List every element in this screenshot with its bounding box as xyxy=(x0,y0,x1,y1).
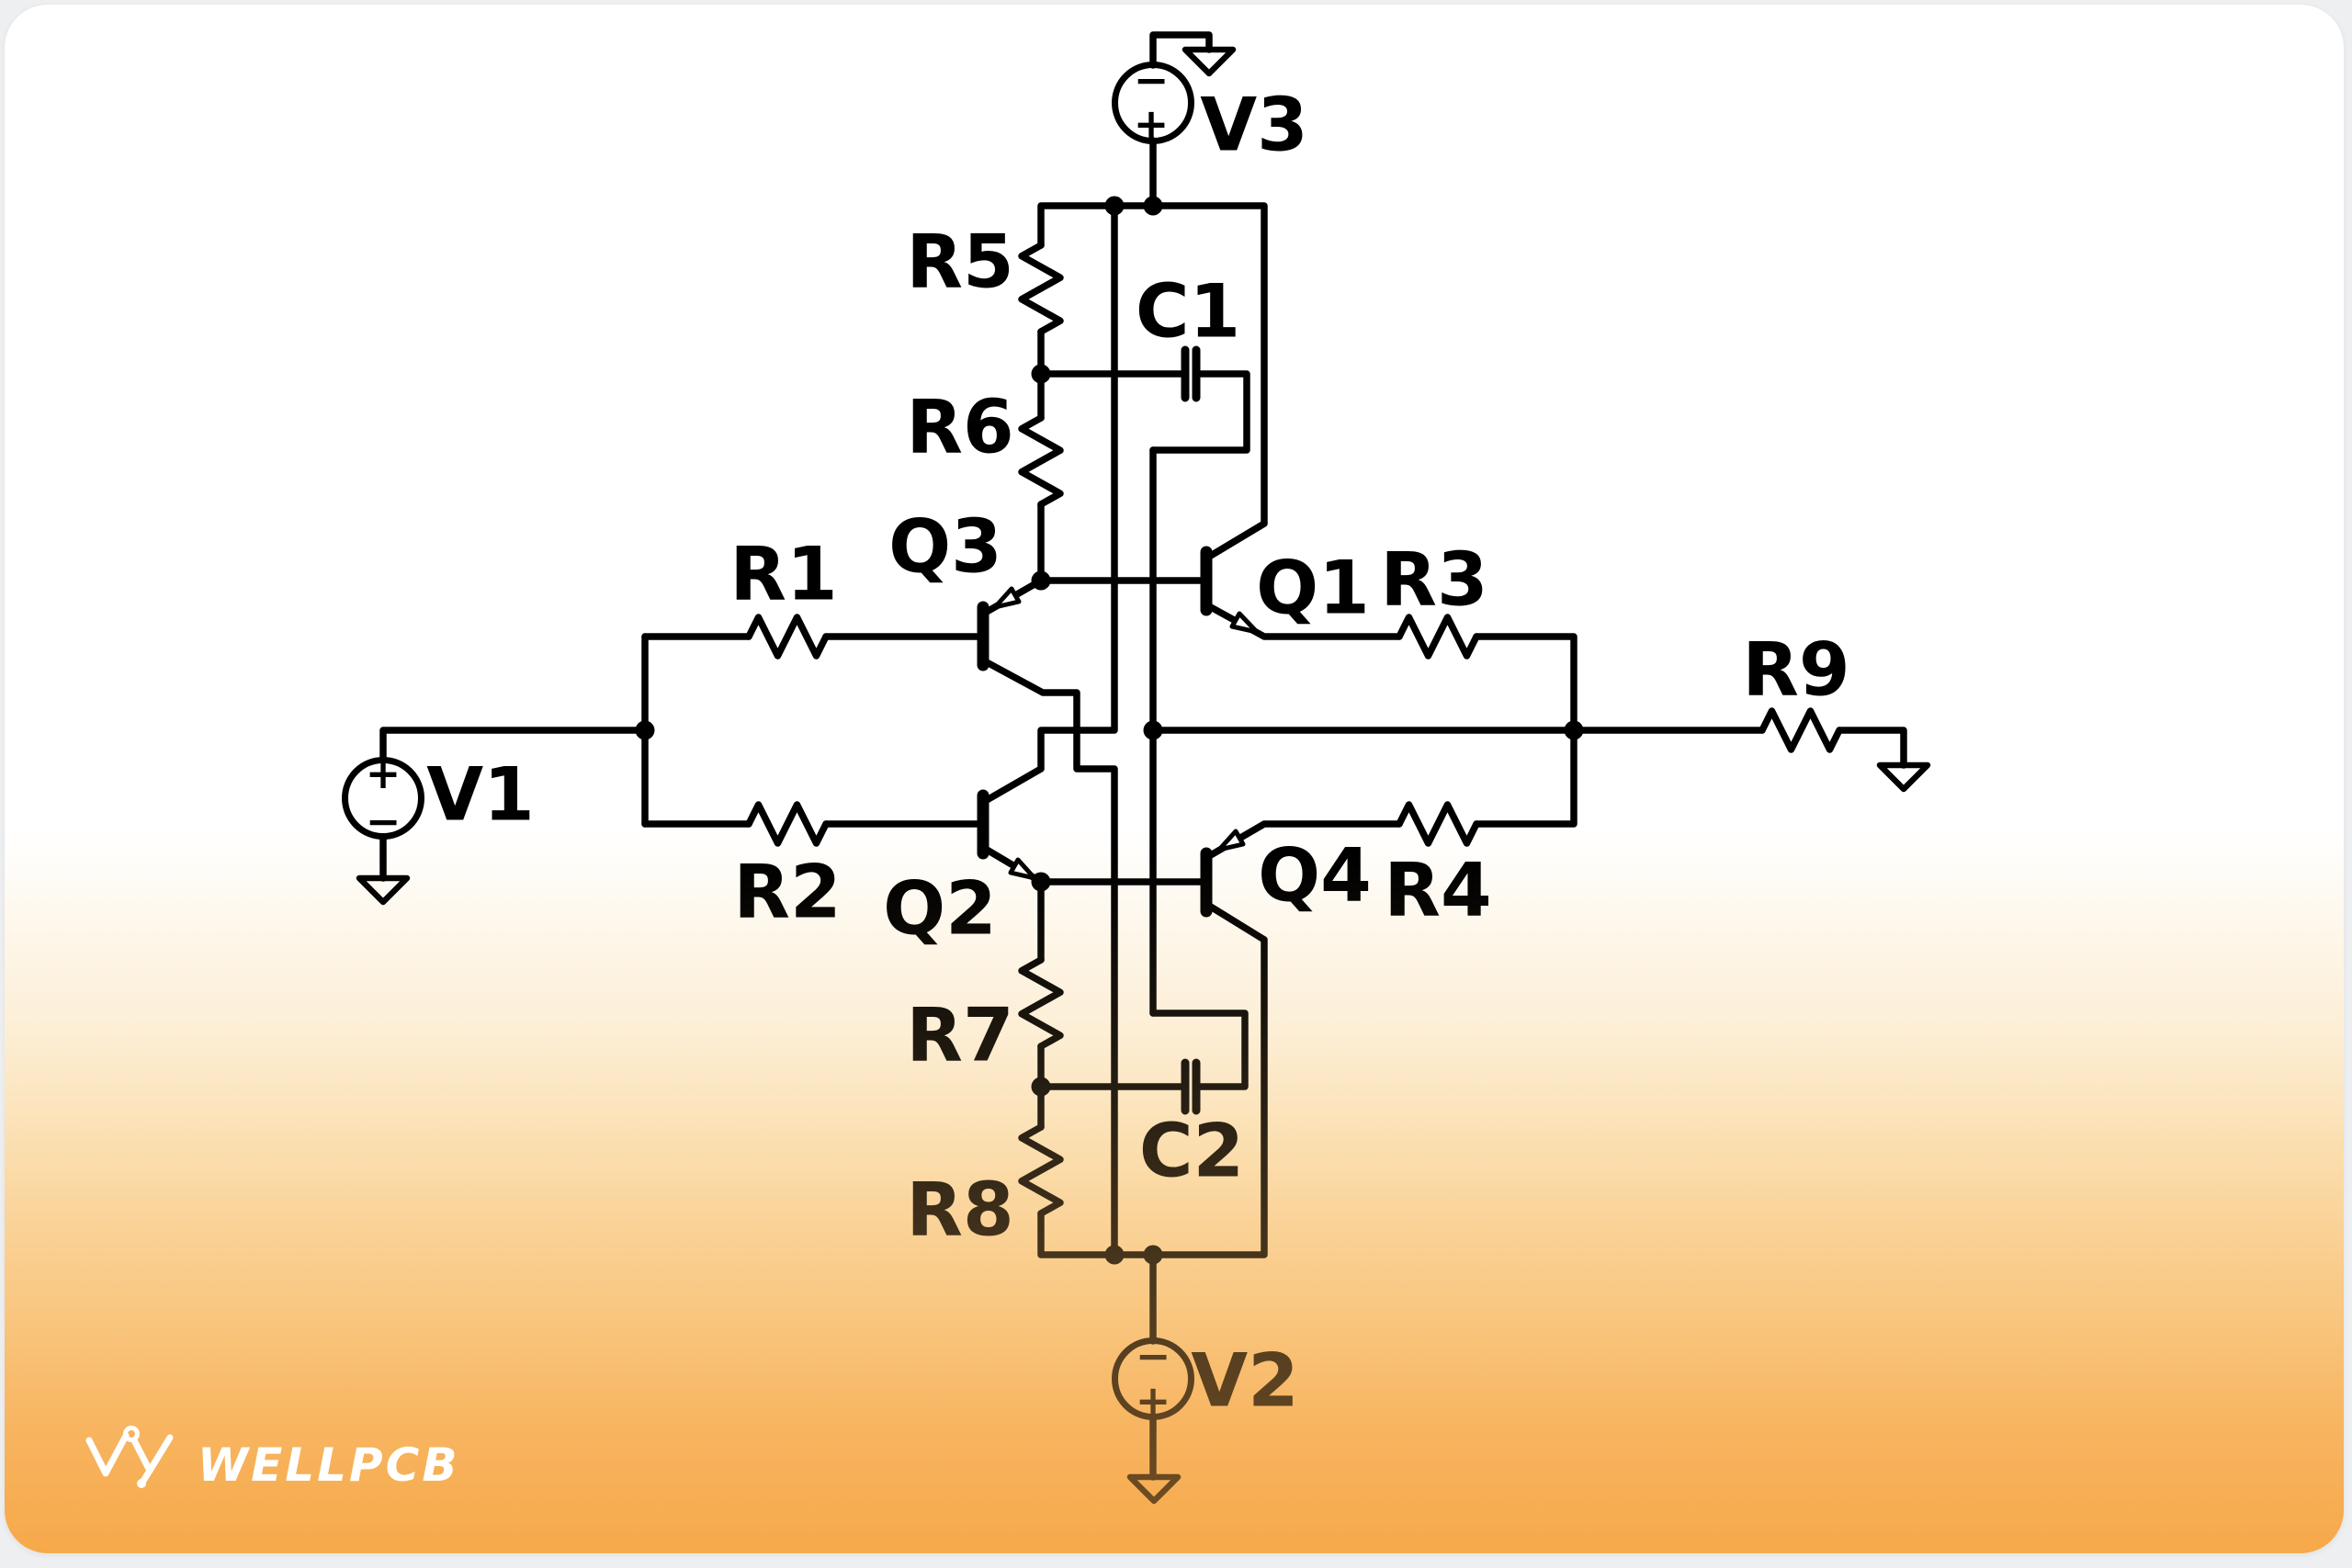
label-r5: R5 xyxy=(906,220,1013,305)
resistor-r5 xyxy=(1018,242,1064,335)
ground-v2-icon xyxy=(1126,1473,1182,1505)
v1-plus-mark: + xyxy=(366,749,401,798)
junction-dot xyxy=(1031,872,1051,892)
v2-minus-mark: − xyxy=(1136,1331,1171,1381)
schematic-card: + − − + − + R1 R2 R3 R4 R5 R6 R7 R8 R9 C… xyxy=(4,4,2345,1554)
circuit-schematic: + − − + − + R1 R2 R3 R4 R5 R6 R7 R8 R9 C… xyxy=(342,31,1931,1505)
label-r8: R8 xyxy=(906,1168,1013,1253)
q2-emitter-arrow-icon xyxy=(1008,857,1037,881)
v3-plus-mark: + xyxy=(1134,99,1170,149)
ground-v3-icon xyxy=(1182,46,1237,77)
v3-minus-mark: − xyxy=(1134,55,1170,105)
wellpcb-logo: WELLPCB xyxy=(82,1424,459,1493)
junction-dot xyxy=(1031,1077,1051,1097)
label-r7: R7 xyxy=(906,993,1013,1078)
label-r1: R1 xyxy=(729,532,837,617)
resistor-r6 xyxy=(1018,414,1064,508)
label-r3: R3 xyxy=(1380,537,1487,623)
label-r4: R4 xyxy=(1384,848,1491,933)
ground-symbols xyxy=(356,46,1931,1505)
wire-r9-out xyxy=(1836,727,1907,769)
junction-dot xyxy=(1564,720,1584,740)
junction-dot xyxy=(1143,196,1163,216)
junction-dot xyxy=(1104,196,1125,216)
resistor-r7 xyxy=(1018,956,1064,1050)
label-v2: V2 xyxy=(1191,1338,1299,1424)
component-labels: R1 R2 R3 R4 R5 R6 R7 R8 R9 C1 C2 Q1 Q2 Q… xyxy=(426,83,1849,1424)
label-c2: C2 xyxy=(1139,1109,1244,1194)
label-c1: C1 xyxy=(1136,269,1240,355)
junction-dot xyxy=(1031,364,1051,384)
ground-v1-icon xyxy=(356,874,411,906)
resistor-r9 xyxy=(1758,707,1843,753)
label-r9: R9 xyxy=(1742,627,1849,713)
q4-emitter-arrow-icon xyxy=(1216,829,1246,852)
resistor-r3 xyxy=(1396,614,1480,660)
label-r6: R6 xyxy=(906,385,1013,470)
capacitor-c1-plates xyxy=(1181,345,1201,402)
resistor-r2 xyxy=(745,801,830,847)
v2-plus-mark: + xyxy=(1136,1376,1171,1426)
q3-emitter-arrow-icon xyxy=(992,586,1022,610)
wires xyxy=(379,31,1907,1481)
resistor-r8 xyxy=(1018,1123,1064,1217)
junction-dot xyxy=(635,720,655,740)
v1-minus-mark: − xyxy=(366,796,401,846)
wellpcb-wordmark: WELLPCB xyxy=(198,1438,460,1492)
label-r2: R2 xyxy=(733,850,841,935)
label-q4: Q4 xyxy=(1258,833,1372,919)
capacitor-c2-plates xyxy=(1181,1058,1201,1115)
label-q1: Q1 xyxy=(1256,546,1370,631)
polarity-marks: + − − + − + xyxy=(366,55,1171,1426)
junction-dot xyxy=(1143,1245,1163,1265)
wellpcb-mark-icon xyxy=(85,1426,174,1488)
wire-r3-out xyxy=(1473,633,1577,734)
ground-r9-icon xyxy=(1876,761,1931,793)
junction-dot xyxy=(1143,720,1163,740)
label-q3: Q3 xyxy=(888,504,1002,590)
label-q2: Q2 xyxy=(883,866,997,952)
label-v3: V3 xyxy=(1200,83,1308,168)
wire-r4-out xyxy=(1473,727,1577,828)
voltage-sources xyxy=(342,62,1194,1420)
junction-dot xyxy=(1104,1245,1125,1265)
resistor-r4 xyxy=(1396,801,1480,847)
q1-emitter-arrow-icon xyxy=(1229,611,1260,635)
junction-dot xyxy=(1031,570,1051,591)
resistor-r1 xyxy=(745,614,830,660)
label-v1: V1 xyxy=(426,752,535,838)
